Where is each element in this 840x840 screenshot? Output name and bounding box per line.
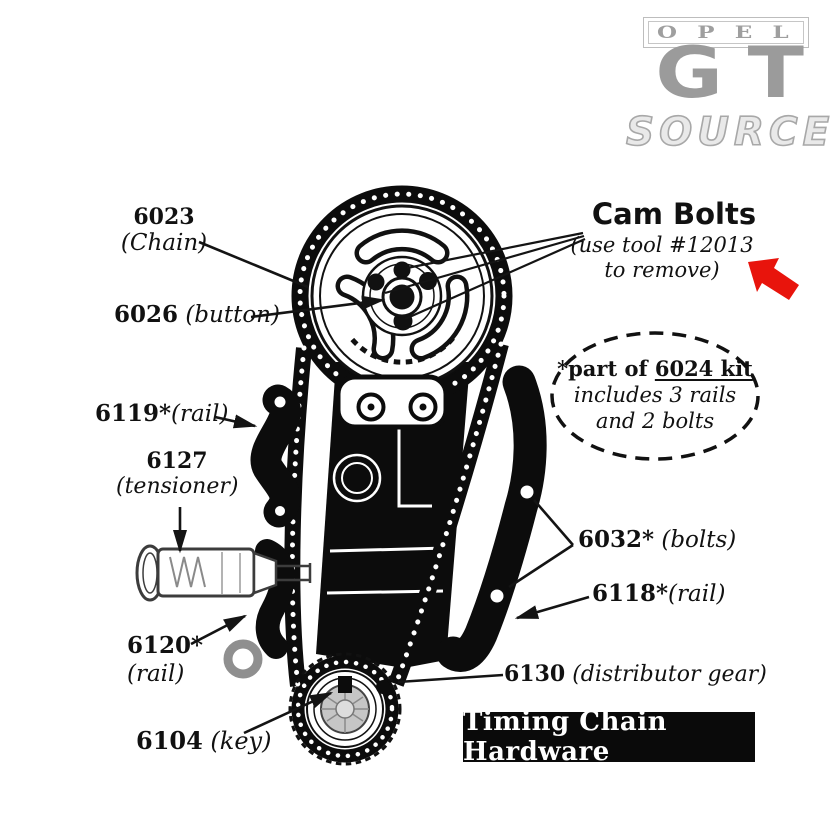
cam-bolt-leaders bbox=[384, 231, 586, 321]
cam-bolts-annotation: Cam Bolts (use tool #12013 to remove) bbox=[552, 198, 772, 283]
kit-note-ellipse bbox=[550, 331, 760, 461]
leader-lines bbox=[172, 231, 590, 735]
logo-opel-box: OPEL bbox=[643, 17, 809, 48]
label-6127-tensioner: 6127 (tensioner) bbox=[116, 448, 238, 500]
part-number: 6119* bbox=[95, 400, 172, 427]
part-name: (tensioner) bbox=[116, 474, 239, 499]
key-part bbox=[338, 676, 352, 693]
rail-6119 bbox=[250, 384, 301, 528]
cam-bolts-note-line2: to remove) bbox=[604, 258, 720, 282]
part-name: (button) bbox=[178, 302, 280, 328]
guide-bracket bbox=[335, 374, 449, 430]
logo-gt-text: GT bbox=[655, 32, 830, 114]
label-6119-rail: 6119*(rail) bbox=[95, 400, 228, 427]
part-name: (rail) bbox=[127, 661, 185, 687]
part-number: 6104 bbox=[136, 726, 203, 755]
footer-title: Timing Chain Hardware bbox=[463, 707, 667, 767]
label-6032-bolts: 6032* (bolts) bbox=[578, 526, 736, 553]
label-6026-button: 6026 (button) bbox=[114, 301, 280, 328]
cam-sprocket bbox=[310, 204, 494, 388]
kit-note-line2: includes 3 rails bbox=[573, 383, 737, 407]
label-6023-chain: 6023 (Chain) bbox=[112, 204, 216, 256]
part-name: (bolts) bbox=[654, 527, 737, 553]
rail-6120 bbox=[255, 539, 295, 659]
label-6118-rail: 6118*(rail) bbox=[592, 580, 725, 607]
distributor-gear-dot bbox=[376, 680, 390, 694]
label-6104-key: 6104 (key) bbox=[136, 726, 271, 755]
part-name: (rail) bbox=[171, 401, 229, 427]
kit-note-line3: and 2 bolts bbox=[595, 409, 715, 433]
red-arrow-icon bbox=[748, 258, 799, 300]
part-name: (distributor gear) bbox=[565, 662, 767, 687]
tensioner-part bbox=[135, 544, 312, 602]
part-number: 6130 bbox=[504, 661, 566, 687]
part-number: 6026 bbox=[114, 301, 179, 328]
label-6120-rail: 6120* (rail) bbox=[127, 632, 203, 688]
cam-bolts-note-line1: (use tool #12013 bbox=[570, 233, 754, 257]
label-6130-distributor-gear: 6130 (distributor gear) bbox=[504, 661, 767, 687]
part-number: 6032* bbox=[578, 526, 655, 553]
part-number: 6127 bbox=[146, 448, 208, 474]
gasket-ring bbox=[223, 639, 263, 679]
cam-bolts-title: Cam Bolts bbox=[591, 197, 757, 231]
part-number: 6118* bbox=[592, 580, 669, 607]
logo-opel-inner: OPEL bbox=[648, 21, 804, 44]
crank-sprocket bbox=[288, 652, 402, 766]
part-number: 6120* bbox=[127, 632, 204, 659]
part-name: (rail) bbox=[668, 581, 726, 607]
logo-opel-text: OPEL bbox=[656, 22, 809, 43]
rail-6118 bbox=[436, 365, 547, 672]
logo-source-text: SOURCE bbox=[625, 109, 835, 156]
kit-note: *part of 6024 kit includes 3 rails and 2… bbox=[552, 356, 758, 434]
part-number: 6023 bbox=[133, 204, 195, 230]
kit-number-underlined: 6024 kit bbox=[654, 356, 753, 381]
footer-title-plate: Timing Chain Hardware bbox=[463, 707, 755, 767]
kit-note-line1: *part of 6024 kit bbox=[557, 356, 753, 381]
part-name: (Chain) bbox=[120, 230, 208, 256]
part-name: (key) bbox=[202, 727, 272, 755]
